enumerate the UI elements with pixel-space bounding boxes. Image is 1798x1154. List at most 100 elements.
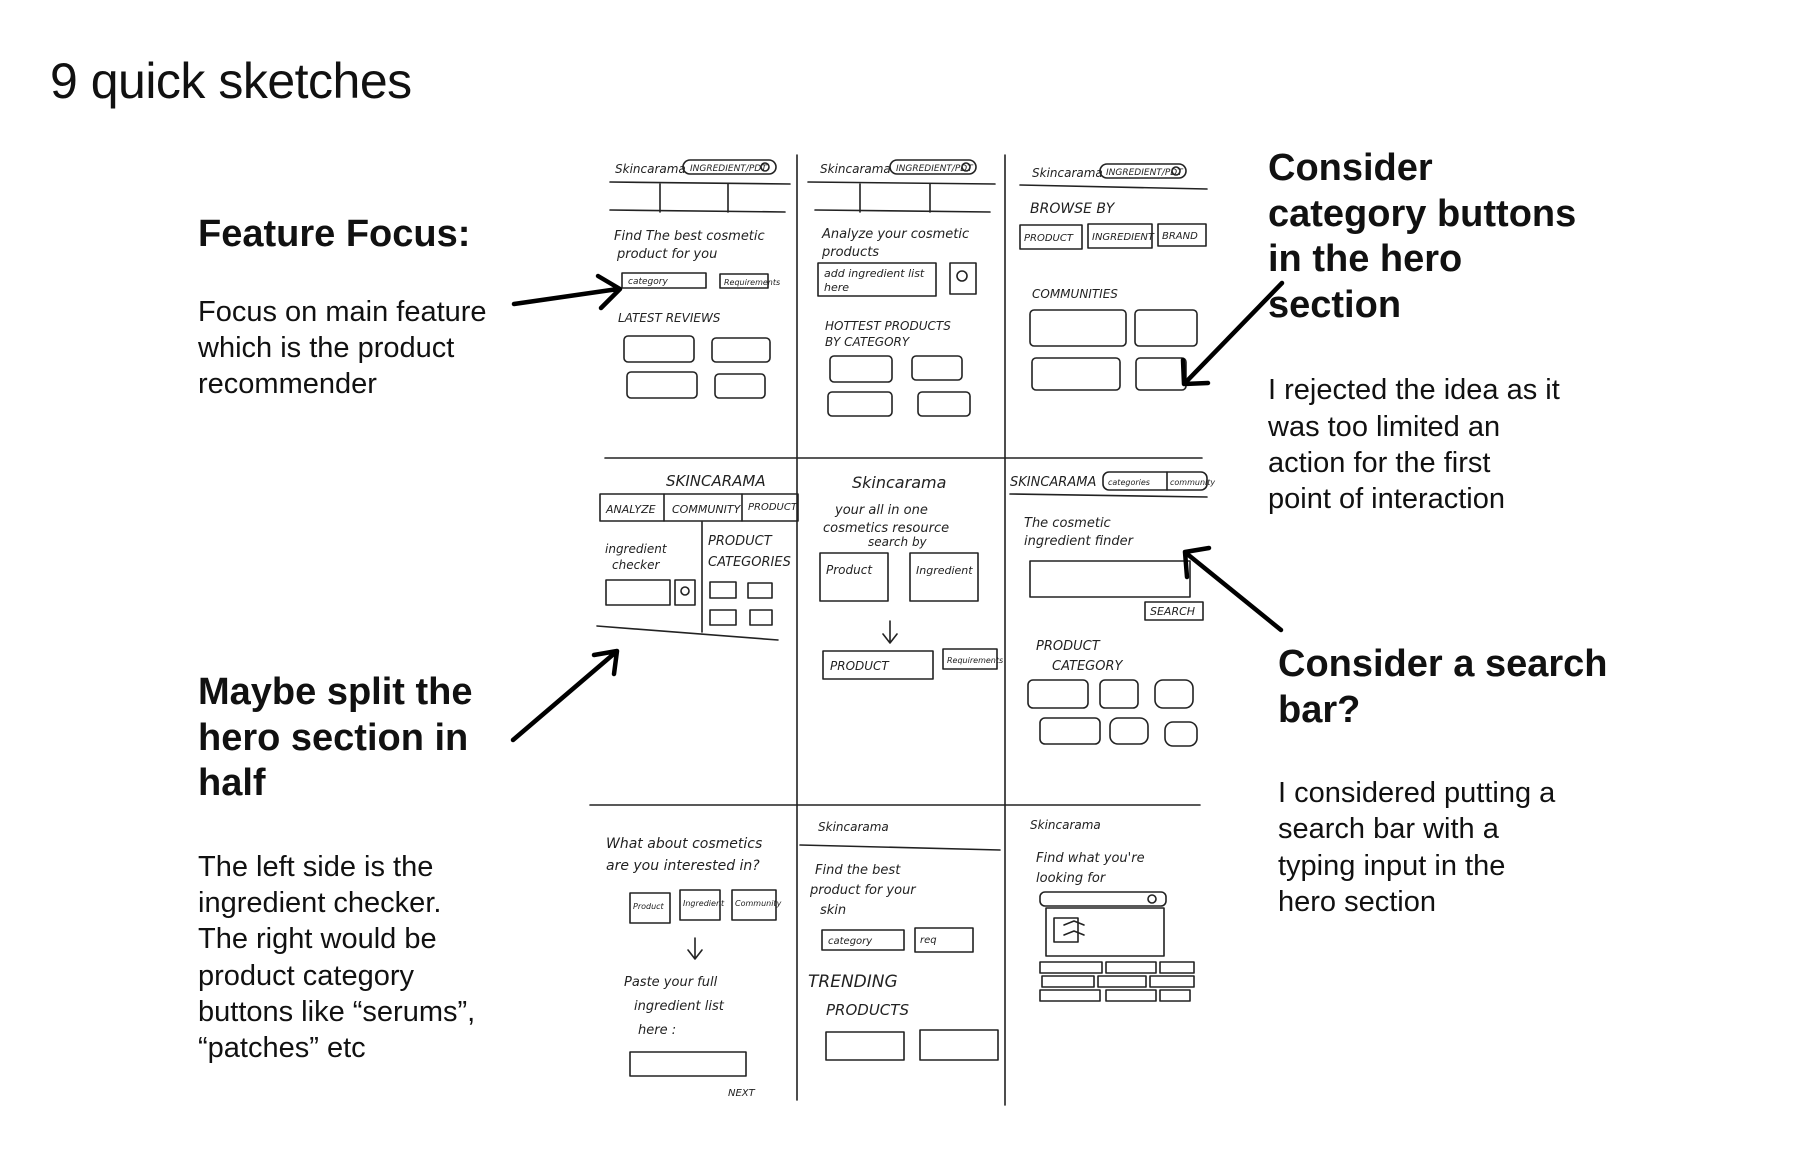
sketch-card [911,355,963,381]
sketch-9: Skincarama Find what you're looking for [1030,818,1195,1002]
sketch-button [679,889,721,921]
sketch-card [1149,975,1195,988]
sketch-headline: Analyze your cosmetic [821,227,969,242]
sketch-card [829,355,893,383]
sketch-input-text: here [824,281,849,294]
sketch-button [731,889,777,921]
sketch-nav [599,493,799,522]
sketch-card [1105,989,1157,1002]
sketch-3: Skincarama INGREDIENT/PDT BROWSE BY PROD… [1019,163,1208,391]
sketch-button [629,892,671,924]
sketch-7: What about cosmetics are you interested … [606,836,782,1099]
note-body: The left side is the ingredient checker.… [198,850,476,1065]
sketch-search-text: INGREDIENT/PDT [690,164,768,174]
arrow-feature-focus [511,273,623,311]
sketch-nav-item: PRODUCT [748,502,798,513]
sketch-button-label: Product [826,563,873,577]
sketch-headline: The cosmetic [1024,516,1111,531]
sketch-nav-item: COMMUNITY [672,503,742,516]
sketch-nav-item: categories [1108,478,1150,487]
sketch-card [1159,989,1191,1002]
search-icon [956,270,968,282]
sketch-card [1039,989,1101,1002]
sketch-card [1154,679,1194,709]
sketch-card [749,609,773,626]
sketch-card [626,371,698,399]
sketch-button [909,552,979,602]
note-search-bar: Consider a search bar? I considered putt… [1278,642,1608,920]
note-body: Focus on main feature which is the produ… [198,295,487,401]
search-icon [680,586,690,596]
sketch-button-label: INGREDIENT [1092,232,1155,243]
sketch-logo: Skincarama [820,162,891,176]
sketch-nav-item: community [1170,478,1215,487]
sketch-button-label: Product [633,902,665,911]
sketch-button-label: category [628,277,668,287]
sketch-logo: SKINCARAMA [666,472,766,490]
sketch-section-label: PRODUCT [708,534,773,549]
sketch-headline: Find the best [815,863,901,878]
sketch-card [711,337,771,363]
page-title: 9 quick sketches [50,53,412,109]
arrow-split-hero [510,648,620,743]
sketch-search-pill [1099,163,1187,179]
sketch-headline: ingredient finder [1024,534,1135,549]
sketch-headline: cosmetics resource [823,521,949,536]
sketch-nav [1102,471,1208,491]
sketch-input-text: PRODUCT [830,659,890,673]
sketch-grid [589,154,1203,1106]
annotation-arrows [510,273,1285,743]
note-heading: Feature Focus: [198,213,471,255]
sketch-search-button [949,262,977,295]
sketch-nav-item: ANALYZE [605,503,656,516]
sketch-section-label: TRENDING [808,972,898,992]
note-body: I considered putting a search bar with a… [1278,777,1556,918]
sketch-button-label: Ingredient [916,564,973,577]
sketch-card [1039,961,1103,974]
sketch-card [917,391,971,417]
note-heading: Consider a search bar? [1278,643,1608,731]
sketch-button [719,273,769,289]
sketch-search-text: INGREDIENT/PDT [1106,168,1184,178]
sketch-button-label: Community [735,899,782,908]
sketch-headline: are you interested in? [606,858,760,874]
sketch-button [621,272,707,289]
sketch-card [1164,721,1198,747]
sketch-headline: search by [868,535,928,549]
sketch-button-label: Requirements [724,278,780,287]
note-feature-focus: Feature Focus: Focus on main feature whi… [198,212,538,402]
note-body: I rejected the idea as it was too limite… [1268,374,1560,516]
sketch-section-label: PRODUCT [1036,639,1101,654]
sketch-logo: SKINCARAMA [1010,475,1096,490]
sketch-button [914,927,974,953]
sketch-button-label: SEARCH [1150,605,1195,618]
sketch-section-label: COMMUNITIES [1032,287,1118,301]
sketch-card [1029,309,1127,347]
sketch-search-button [1144,601,1204,621]
sketch-card [1099,679,1139,709]
sketch-search-input [1029,560,1191,598]
sketch-search-pill [682,159,777,175]
note-split-hero: Maybe split the hero section in half The… [198,670,538,1066]
sketch-headline: product for your [809,883,917,898]
sketch-search-text: INGREDIENT/PDT [896,164,974,174]
sketch-headline: your all in one [834,503,928,518]
sketch-input [605,579,671,606]
sketch-button-label: req [920,935,937,946]
sketch-logo: Skincarama [615,162,686,176]
sketch-headline: Find what you're [1036,851,1145,866]
sketch-card [714,373,766,399]
sketch-section-label: LATEST REVIEWS [618,311,721,325]
sketch-search-button [674,579,696,606]
sketch-1: Skincarama INGREDIENT/PDT Find The best … [609,159,791,399]
sketch-headline: looking for [1036,871,1107,886]
sketch-logo: Skincarama [852,473,946,492]
sketch-5: Skincarama your all in one cosmetics res… [819,473,1003,680]
sketch-card [1041,975,1095,988]
sketch-text: ingredient [605,542,668,556]
sketch-button [1019,224,1083,250]
sketch-6: SKINCARAMA categories community The cosm… [1009,471,1215,747]
sketch-logo: Skincarama [1032,166,1103,180]
sketch-card [1031,357,1121,391]
